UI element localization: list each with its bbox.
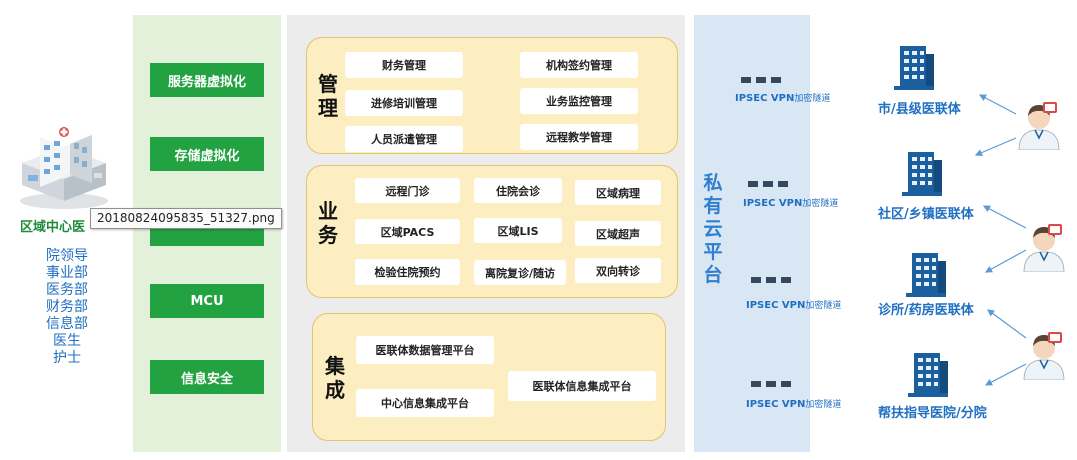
office-building-icon xyxy=(908,353,948,397)
tag-regional-lis: 区域LIS xyxy=(474,218,562,243)
vpn-tunnel-label: IPSEC VPN加密隧道 xyxy=(743,198,839,209)
tag-exam-admission-booking: 检验住院预约 xyxy=(355,259,460,285)
vpn-tunnel-icon xyxy=(748,181,788,187)
tag-two-way-referral: 双向转诊 xyxy=(575,258,661,283)
community-town-alliance-label: 社区/乡镇医联体 xyxy=(878,207,974,222)
tag-institution-contract-management: 机构签约管理 xyxy=(520,52,638,78)
tag-medical-alliance-integration-platform: 医联体信息集成平台 xyxy=(508,371,656,401)
role-item: 院领导 xyxy=(46,248,88,264)
doctor-icon xyxy=(1018,102,1060,150)
filename-tooltip: 20180824095835_51327.png xyxy=(90,208,282,229)
tag-discharge-followup: 离院复诊/随访 xyxy=(474,260,566,285)
mcu-block: MCU xyxy=(150,284,264,318)
vpn-tunnel-icon xyxy=(751,277,791,283)
doctor-icon xyxy=(1023,332,1065,380)
assisted-hospital-branch-label: 帮扶指导医院/分院 xyxy=(878,406,987,421)
tag-finance-management: 财务管理 xyxy=(345,52,463,78)
vpn-tunnel-label: IPSEC VPN加密隧道 xyxy=(746,399,842,410)
regional-center-hospital-label: 区域中心医 xyxy=(20,220,86,235)
tag-business-monitoring-management: 业务监控管理 xyxy=(520,88,638,114)
tag-regional-pacs: 区域PACS xyxy=(355,219,460,244)
role-item: 财务部 xyxy=(46,299,88,315)
management-title: 管 理 xyxy=(318,72,338,120)
vpn-tunnel-icon xyxy=(751,381,791,387)
role-item: 医务部 xyxy=(46,282,88,298)
role-item: 信息部 xyxy=(46,316,88,332)
tag-remote-teaching-management: 远程教学管理 xyxy=(520,124,638,150)
private-cloud-panel xyxy=(694,15,810,452)
office-building-icon xyxy=(894,46,934,90)
role-item: 事业部 xyxy=(46,265,88,281)
tag-medical-alliance-data-platform: 医联体数据管理平台 xyxy=(356,336,494,364)
vpn-tunnel-label: IPSEC VPN加密隧道 xyxy=(735,93,831,104)
role-item: 医生 xyxy=(53,333,81,349)
server-virtualization-block: 服务器虚拟化 xyxy=(150,63,264,97)
vpn-tunnel-label: IPSEC VPN加密隧道 xyxy=(746,300,842,311)
tag-remote-outpatient: 远程门诊 xyxy=(355,178,460,203)
tag-staff-dispatch-management: 人员派遣管理 xyxy=(345,126,463,152)
tag-central-integration-platform: 中心信息集成平台 xyxy=(356,389,494,417)
doctor-icon xyxy=(1023,224,1065,272)
integration-title: 集 成 xyxy=(325,354,345,402)
office-building-icon xyxy=(902,152,942,196)
clinic-pharmacy-alliance-label: 诊所/药房医联体 xyxy=(878,303,974,318)
tag-regional-pathology: 区域病理 xyxy=(575,180,661,205)
information-security-block: 信息安全 xyxy=(150,360,264,394)
business-title: 业 务 xyxy=(318,199,338,247)
tag-training-management: 进修培训管理 xyxy=(345,90,463,116)
hospital-building-icon xyxy=(20,125,108,209)
role-item: 护士 xyxy=(53,350,81,366)
office-building-icon xyxy=(906,253,946,297)
tag-regional-ultrasound: 区域超声 xyxy=(575,221,661,246)
city-county-alliance-label: 市/县级医联体 xyxy=(878,102,961,117)
private-cloud-title: 私 有 云 平 台 xyxy=(703,172,723,286)
storage-virtualization-block: 存储虚拟化 xyxy=(150,137,264,171)
role-list: 院领导 事业部 医务部 财务部 信息部 医生 护士 xyxy=(37,248,97,367)
connection-arrows xyxy=(974,94,1027,386)
vpn-tunnel-icon xyxy=(741,77,781,83)
tag-inpatient-consultation: 住院会诊 xyxy=(474,178,562,203)
